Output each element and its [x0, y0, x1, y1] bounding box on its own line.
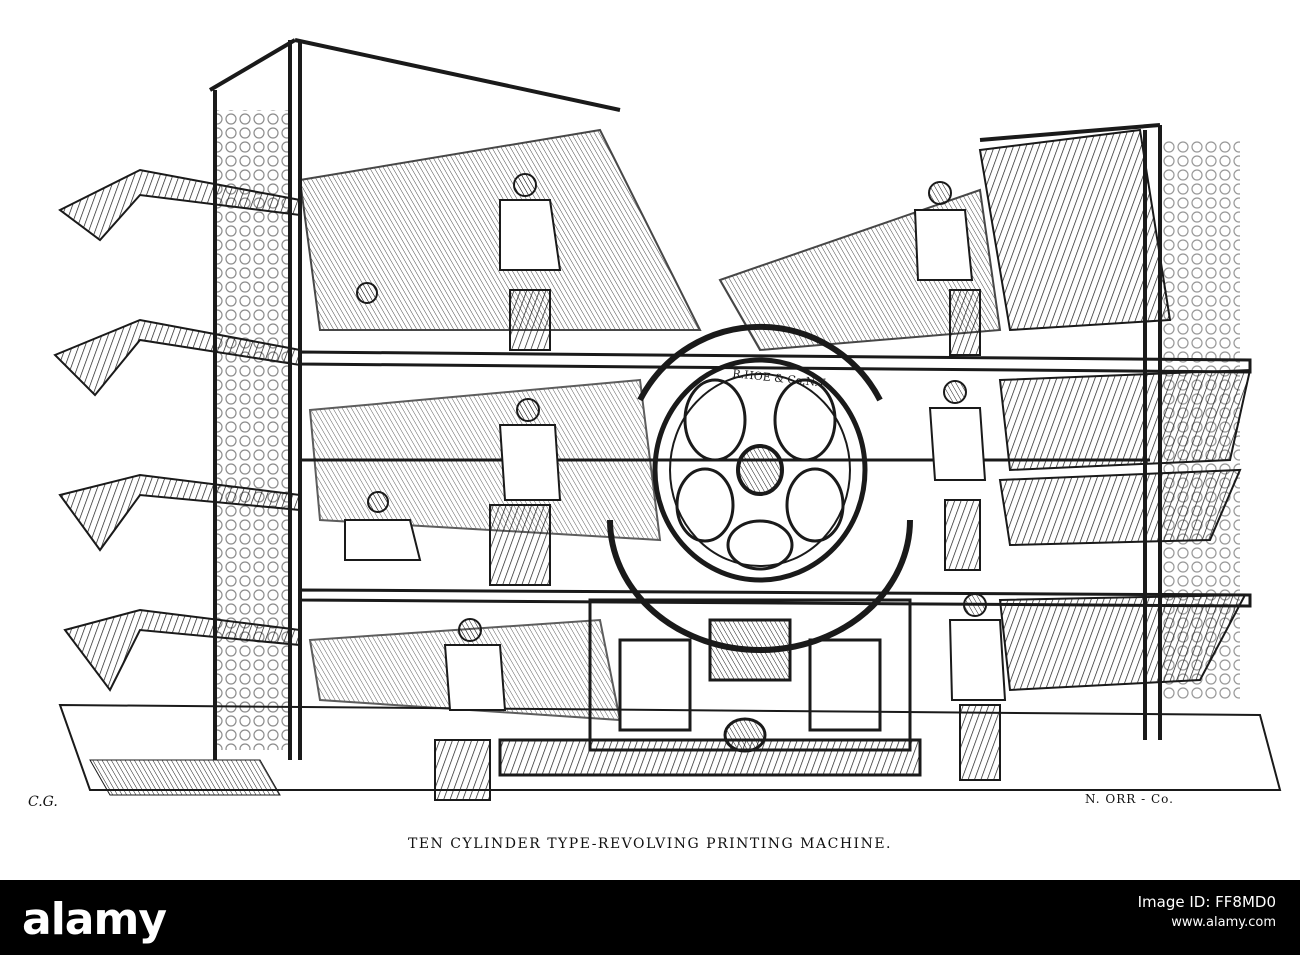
- inclined-feed-tables: [298, 128, 1002, 722]
- press-operators: [344, 173, 1007, 801]
- operator-top-left: [499, 173, 562, 351]
- stock-watermark-band: alamy Image ID: FF8MD0 www.alamy.com: [0, 880, 1300, 955]
- left-feed-boards: [53, 110, 301, 750]
- alamy-logo: alamy: [22, 894, 167, 945]
- engraver-credit: N. ORR - Co.: [1085, 792, 1174, 806]
- operator-lower-left: [434, 618, 507, 801]
- floor-platform: [58, 703, 1282, 796]
- artist-initials: C.G.: [28, 794, 58, 810]
- lower-gear-frame: [498, 598, 922, 777]
- operator-middle-right: [928, 380, 987, 571]
- operator-lower-right: [948, 593, 1007, 781]
- operator-background-figures: [344, 282, 422, 561]
- image-id-label: Image ID: FF8MD0: [1137, 893, 1276, 911]
- plate-caption: TEN CYLINDER TYPE-REVOLVING PRINTING MAC…: [407, 836, 892, 852]
- maker-nameplate: R.HOE & Co.N.Y.: [732, 367, 828, 390]
- right-feed-boards: [978, 128, 1252, 700]
- stock-url: www.alamy.com: [1171, 915, 1276, 930]
- operator-middle-left: [489, 398, 562, 586]
- operator-top-right: [913, 181, 981, 356]
- stock-image-info: Image ID: FF8MD0 www.alamy.com: [1138, 890, 1276, 930]
- engraving-illustration: R.HOE & Co.N.Y.: [53, 38, 1282, 801]
